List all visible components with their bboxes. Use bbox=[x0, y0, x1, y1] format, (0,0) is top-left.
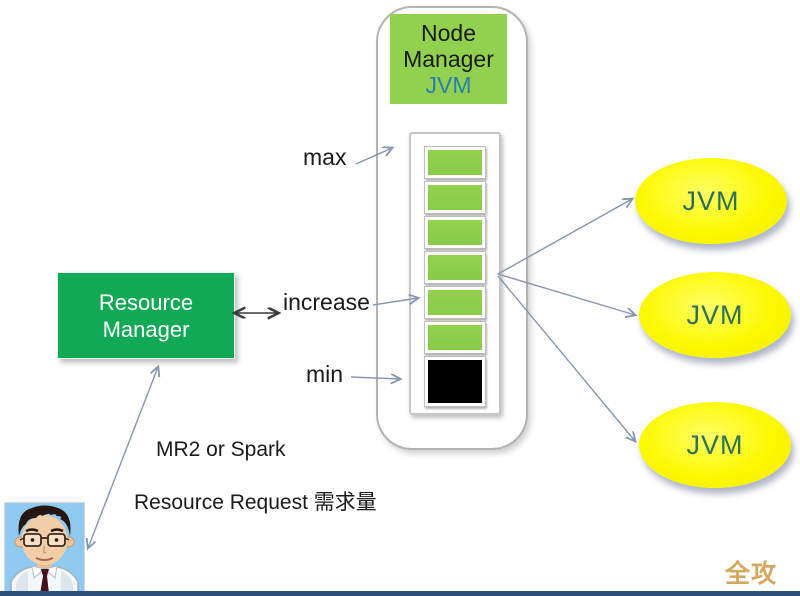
jvm-ellipse-3-label: JVM bbox=[686, 429, 744, 460]
bottom-border-bar bbox=[0, 591, 800, 596]
container-block-fill bbox=[428, 360, 482, 403]
container-block-fill bbox=[428, 185, 482, 210]
container-block-fill bbox=[428, 255, 482, 280]
container-block-green bbox=[424, 146, 486, 179]
resource-manager-label-line1: Resource bbox=[98, 289, 194, 315]
label-mr2-or-spark: MR2 or Spark bbox=[156, 438, 286, 461]
container-block-fill bbox=[428, 150, 482, 175]
node-manager-jvm-label: JVM bbox=[425, 72, 472, 98]
node-manager-label-line2: Manager bbox=[403, 46, 494, 72]
jvm-ellipse-2: JVM bbox=[639, 272, 791, 358]
node-manager-box: Node Manager JVM bbox=[390, 14, 507, 104]
container-block-green bbox=[424, 286, 486, 319]
container-stack bbox=[409, 132, 501, 415]
jvm-ellipse-2-label: JVM bbox=[686, 299, 744, 330]
watermark-text: 全攻略 bbox=[725, 560, 778, 588]
label-max: max bbox=[303, 144, 347, 170]
label-increase: increase bbox=[283, 289, 370, 315]
container-block-green bbox=[424, 181, 486, 214]
container-block-green bbox=[424, 251, 486, 284]
container-block-green bbox=[424, 216, 486, 249]
jvm-ellipse-1: JVM bbox=[635, 158, 787, 244]
container-block-fill bbox=[428, 325, 482, 350]
arrow-avatar-rm-double bbox=[88, 367, 158, 548]
label-min: min bbox=[306, 361, 344, 387]
resource-manager-label-line2: Manager bbox=[102, 316, 190, 342]
container-block-black bbox=[424, 356, 486, 407]
container-block-green bbox=[424, 321, 486, 354]
resource-manager-box: Resource Manager bbox=[57, 272, 235, 359]
jvm-ellipse-1-label: JVM bbox=[682, 185, 740, 216]
node-manager-label-line1: Node bbox=[421, 20, 476, 46]
container-block-fill bbox=[428, 220, 482, 245]
jvm-ellipse-3: JVM bbox=[639, 402, 791, 488]
author-avatar bbox=[4, 502, 85, 596]
label-resource-request: Resource Request 需求量 bbox=[134, 491, 377, 514]
container-block-fill bbox=[428, 290, 482, 315]
